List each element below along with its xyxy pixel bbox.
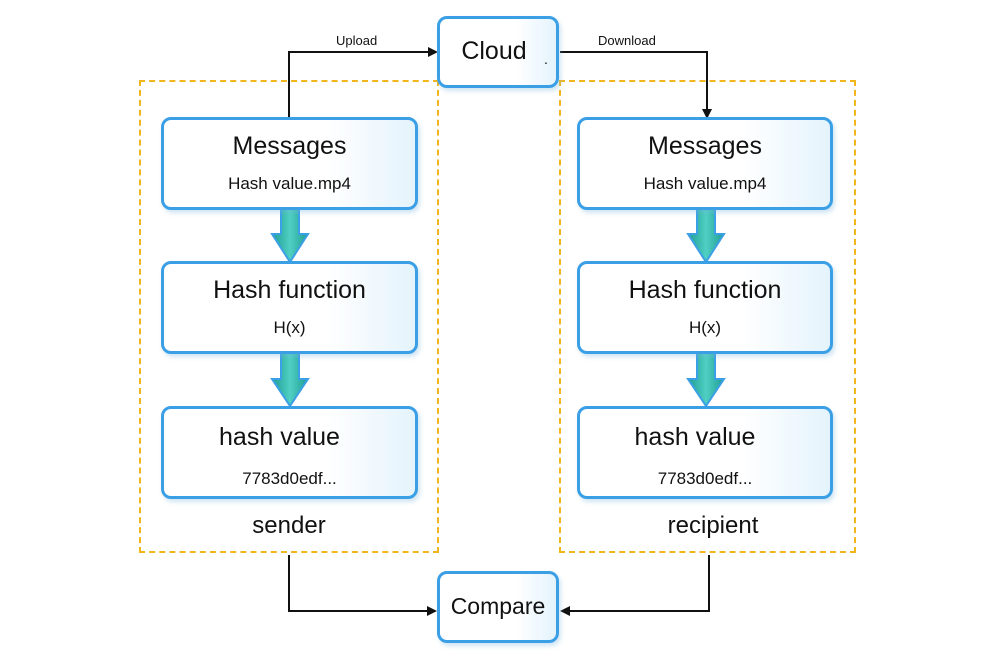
- sender-to-compare-connector: [288, 555, 437, 616]
- recipient-hash-function-box: Hash function H(x): [577, 261, 833, 354]
- recipient-messages-box: Messages Hash value.mp4: [577, 117, 833, 210]
- compare-label: Compare: [450, 593, 546, 619]
- sender-messages-title: Messages: [232, 132, 347, 160]
- sender-hash-function-title: Hash function: [213, 276, 366, 304]
- download-label: Download: [598, 33, 656, 48]
- recipient-down-arrow-1: [686, 208, 726, 264]
- recipient-messages-sub: Hash value.mp4: [643, 174, 767, 193]
- sender-hash-value-box: hash value 7783d0edf...: [161, 406, 418, 499]
- sender-hash-function-sub: H(x): [273, 318, 306, 337]
- sender-down-arrow-2: [270, 352, 310, 408]
- recipient-hash-value-title: hash value: [634, 423, 756, 451]
- recipient-to-compare-connector: [560, 555, 710, 616]
- recipient-down-arrow-2: [686, 352, 726, 408]
- recipient-hash-value-box: hash value 7783d0edf...: [577, 406, 833, 499]
- sender-messages-sub: Hash value.mp4: [228, 174, 351, 193]
- cloud-label: Cloud: [461, 37, 527, 65]
- download-connector: [560, 51, 712, 119]
- recipient-hash-function-sub: H(x): [688, 318, 722, 337]
- recipient-label: recipient: [667, 512, 759, 539]
- recipient-hash-function-title: Hash function: [628, 276, 782, 304]
- upload-label: Upload: [336, 33, 378, 48]
- cloud-dot: .: [544, 51, 548, 67]
- sender-hash-value-sub: 7783d0edf...: [242, 469, 337, 488]
- sender-group: [139, 80, 439, 553]
- recipient-group: [559, 80, 856, 553]
- sender-label: sender: [252, 512, 326, 539]
- upload-connector: [288, 47, 438, 118]
- recipient-hash-value-sub: 7783d0edf...: [657, 469, 753, 488]
- sender-down-arrow-1: [270, 208, 310, 264]
- recipient-messages-title: Messages: [648, 132, 762, 160]
- sender-hash-function-box: Hash function H(x): [161, 261, 418, 354]
- sender-messages-box: Messages Hash value.mp4: [161, 117, 418, 210]
- cloud-node: Cloud .: [437, 16, 559, 88]
- sender-hash-value-title: hash value: [219, 423, 340, 451]
- compare-node: Compare: [437, 571, 559, 643]
